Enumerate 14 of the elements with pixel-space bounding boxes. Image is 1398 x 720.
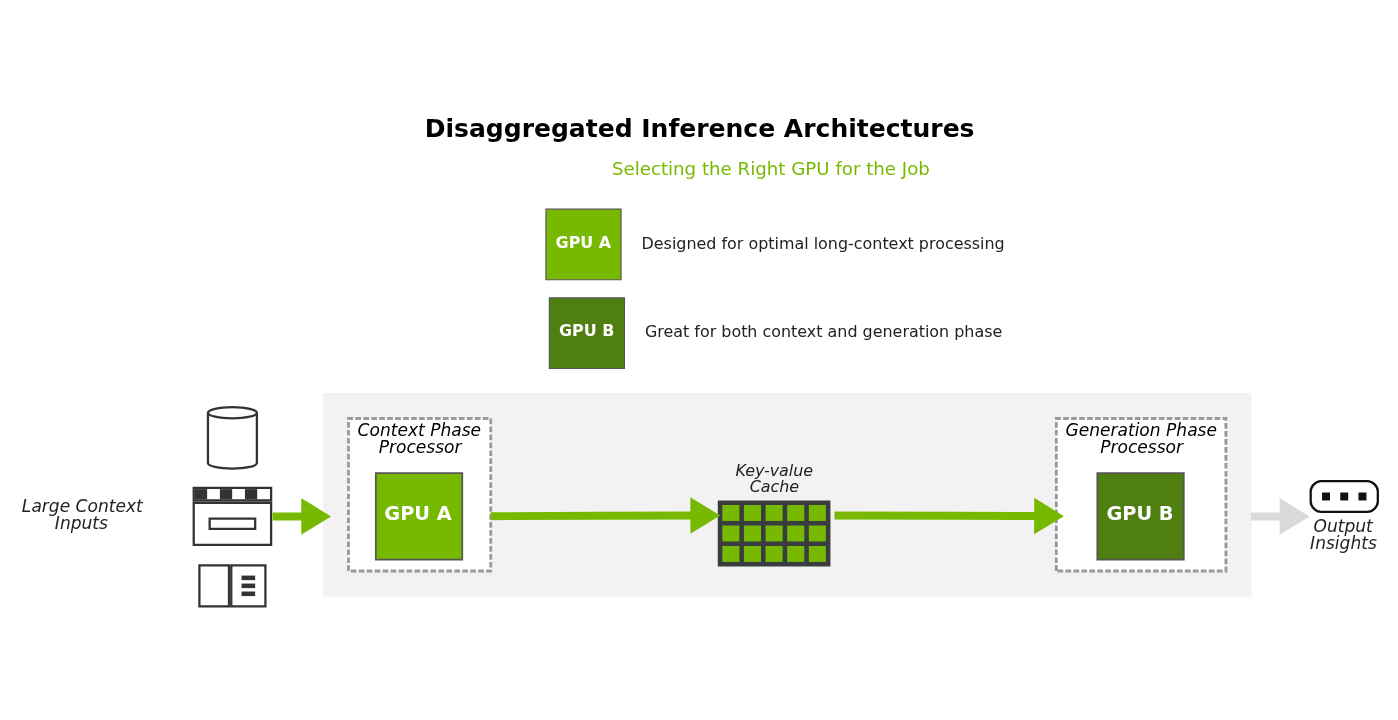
arrow	[1250, 497, 1310, 535]
node-box: GPU A	[374, 471, 464, 560]
node-box	[717, 500, 831, 566]
node-label: Output Insights	[1310, 515, 1377, 553]
cluster	[322, 392, 1252, 597]
node-label: Designed for optimal long-context processing	[641, 233, 1005, 253]
label: Selecting the Right GPU for the Job	[611, 157, 930, 179]
node-box: GPU B	[1096, 471, 1185, 560]
diagram-title: Disaggregated Inference Architectures	[424, 113, 975, 143]
node-label: Key-value Cache	[735, 460, 814, 496]
arrow	[490, 496, 721, 534]
node-label: Great for both context and generation phase	[644, 321, 1003, 341]
node-text: Large Context Inputs	[21, 495, 143, 533]
node-box	[1309, 479, 1379, 513]
